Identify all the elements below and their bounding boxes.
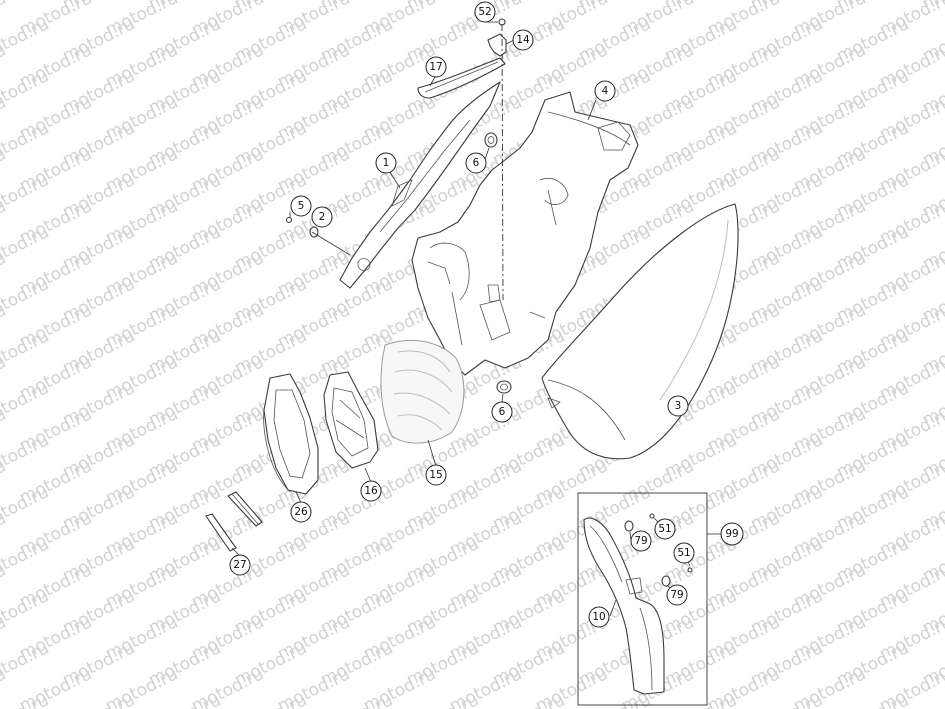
- callout-label: 99: [725, 528, 738, 540]
- callout-6-upper[interactable]: 6: [465, 152, 487, 174]
- part-17-bracket[interactable]: [417, 57, 506, 99]
- callout-label: 51: [677, 547, 690, 559]
- callout-label: 2: [319, 211, 326, 223]
- callout-16[interactable]: 16: [360, 480, 382, 502]
- callout-26[interactable]: 26: [290, 501, 312, 523]
- part-6-grommet-upper[interactable]: [484, 132, 498, 148]
- callout-label: 10: [592, 611, 605, 623]
- callout-15[interactable]: 15: [425, 464, 447, 486]
- kit-99-bounding-box: [577, 492, 708, 706]
- part-26-filter-cover[interactable]: [263, 373, 319, 495]
- callout-label: 4: [602, 85, 609, 97]
- callout-label: 3: [675, 400, 682, 412]
- callout-79-upper[interactable]: 79: [630, 530, 652, 552]
- callout-52[interactable]: 52: [474, 1, 496, 23]
- callout-4[interactable]: 4: [594, 80, 616, 102]
- callout-51-lower[interactable]: 51: [673, 542, 695, 564]
- callout-14[interactable]: 14: [512, 29, 534, 51]
- part-79-spacer-upper[interactable]: [624, 520, 634, 532]
- callout-5[interactable]: 5: [290, 195, 312, 217]
- callout-label: 52: [478, 6, 491, 18]
- callout-10[interactable]: 10: [588, 606, 610, 628]
- callout-label: 26: [294, 506, 308, 518]
- callout-79-lower[interactable]: 79: [666, 584, 688, 606]
- part-27-seal-strips[interactable]: [205, 491, 263, 552]
- part-5-screw[interactable]: [285, 216, 293, 224]
- part-14-clip[interactable]: [487, 33, 507, 57]
- part-2-washer[interactable]: [309, 226, 319, 238]
- part-51-screw-upper[interactable]: [649, 513, 655, 519]
- callout-label: 6: [499, 406, 506, 418]
- part-4-airbox-frame[interactable]: [411, 91, 639, 376]
- callout-17[interactable]: 17: [425, 56, 447, 78]
- part-1-side-cover[interactable]: [339, 81, 501, 289]
- callout-27[interactable]: 27: [229, 554, 251, 576]
- part-15-air-filter[interactable]: [380, 339, 465, 444]
- callout-label: 79: [670, 589, 683, 601]
- part-10-side-scoop[interactable]: [583, 517, 665, 695]
- callout-6-lower[interactable]: 6: [491, 401, 513, 423]
- callout-99[interactable]: 99: [720, 522, 744, 546]
- callout-label: 51: [658, 523, 671, 535]
- callout-label: 14: [516, 34, 530, 46]
- callout-2[interactable]: 2: [311, 206, 333, 228]
- part-51-screw-lower[interactable]: [687, 567, 693, 573]
- callout-label: 79: [634, 535, 647, 547]
- callout-label: 1: [383, 157, 390, 169]
- callout-label: 17: [429, 61, 442, 73]
- callout-label: 6: [473, 157, 480, 169]
- part-6-grommet-lower[interactable]: [496, 380, 512, 394]
- callout-label: 27: [233, 559, 246, 571]
- part-16-filter-cage[interactable]: [323, 371, 379, 469]
- part-3-side-panel[interactable]: [541, 203, 739, 460]
- callout-label: 5: [298, 200, 305, 212]
- callout-label: 15: [429, 469, 442, 481]
- callout-1[interactable]: 1: [375, 152, 397, 174]
- callout-label: 16: [364, 485, 378, 497]
- callout-51-upper[interactable]: 51: [654, 518, 676, 540]
- callout-3[interactable]: 3: [667, 395, 689, 417]
- part-79-spacer-lower[interactable]: [661, 575, 671, 587]
